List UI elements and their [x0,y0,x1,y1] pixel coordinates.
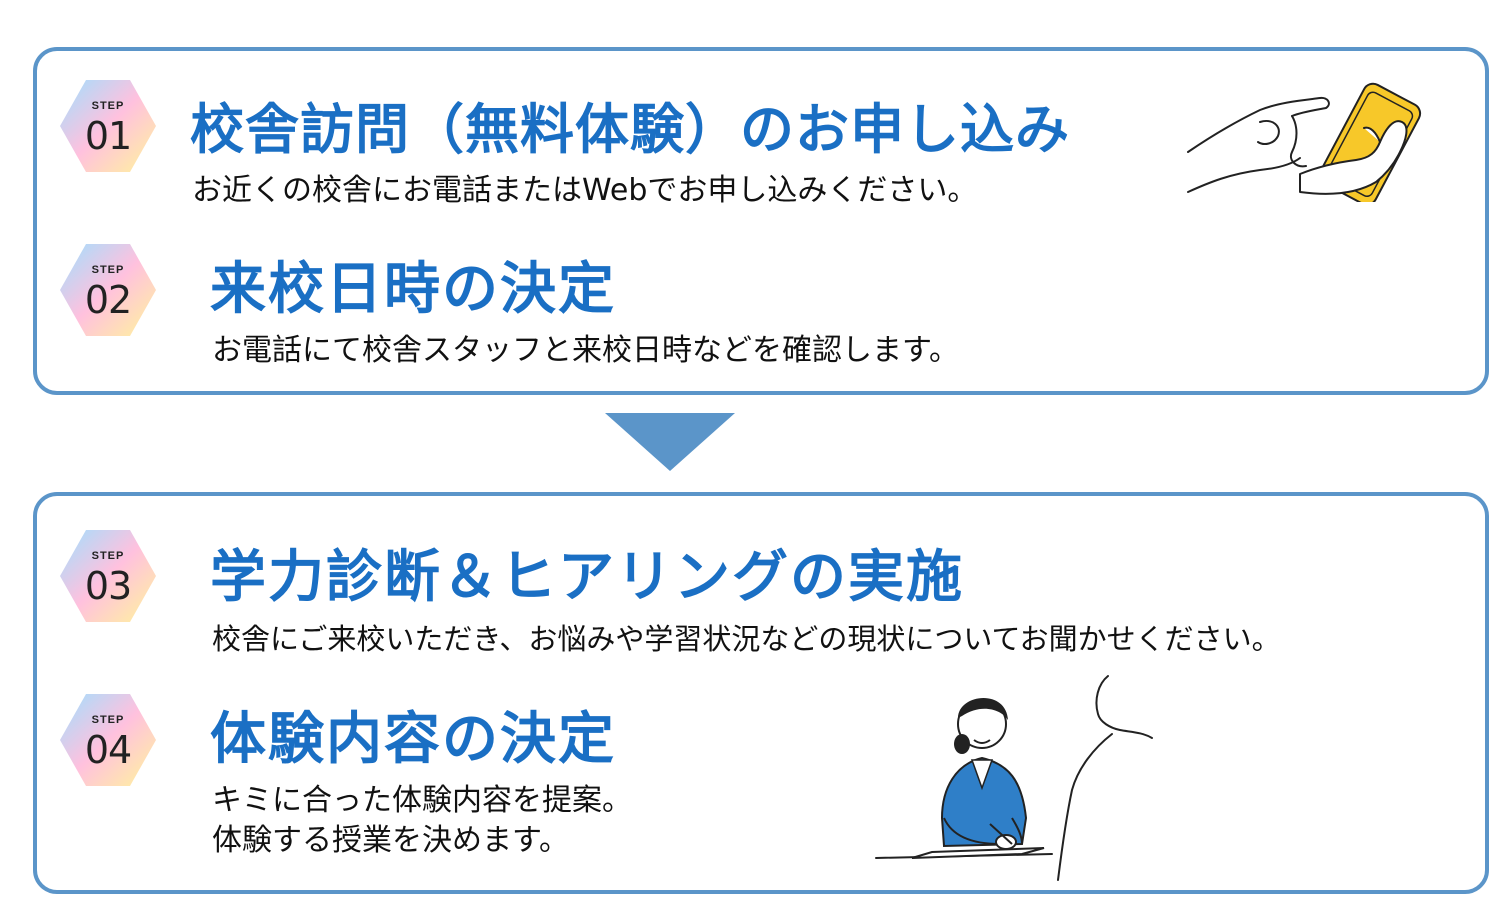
step-badge-03: STEP 03 [56,526,168,638]
hexagon-badge-icon [60,530,156,622]
step-number: 04 [84,728,132,772]
hexagon-badge-icon [60,244,156,336]
step-word: STEP [91,550,125,562]
step-badge-01: STEP 01 [56,76,168,188]
step-02-description: お電話にて校舎スタッフと来校日時などを確認します。 [212,333,959,368]
step-badge-02: STEP 02 [56,240,168,352]
step-number: 01 [84,114,132,158]
step-number: 03 [84,564,132,608]
step-03-description: 校舎にご来校いただき、お悩みや学習状況などの現状についてお聞かせください。 [212,622,1281,656]
step-word: STEP [91,714,125,726]
step-04-description-line-1: キミに合った体験内容を提案。 [212,783,632,818]
counselor-meeting-icon [875,675,1153,881]
step-badge-04: STEP 04 [56,690,168,802]
hexagon-badge-icon [60,694,156,786]
step-04-title: 体験内容の決定 [210,707,616,772]
step-number: 02 [84,278,132,322]
hand-holding-smartphone-icon [1187,82,1422,202]
step-01-description: お近くの校舎にお電話またはWebでお申し込みください。 [192,173,978,208]
step-03-title: 学力診断＆ヒアリングの実施 [210,545,964,610]
step-04-description-line-2: 体験する授業を決めます。 [212,823,569,858]
step-01-title: 校舎訪問（無料体験）のお申し込み [190,98,1070,161]
steps-panel-top [33,47,1489,395]
step-word: STEP [91,100,125,112]
hexagon-badge-icon [60,80,156,172]
step-word: STEP [91,264,125,276]
steps-panel-bottom [33,492,1489,894]
down-arrow-icon [605,413,735,471]
step-02-title: 来校日時の決定 [210,257,616,322]
